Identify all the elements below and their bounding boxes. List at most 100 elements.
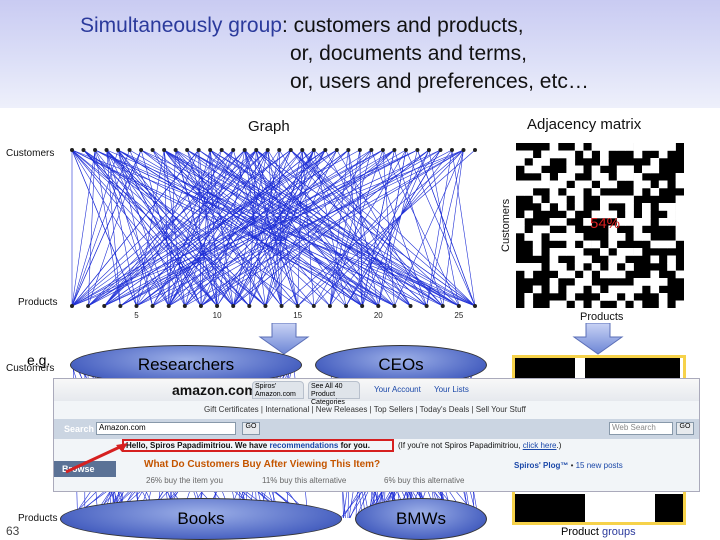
matrix-cell [574,300,584,309]
graph-edge [136,149,165,307]
density-label: 54% [590,215,621,232]
matrix-cell [558,195,567,204]
matrix-cell [675,270,685,279]
matrix-cell [625,195,634,204]
product-node [295,304,300,308]
matrix-cell [516,218,525,226]
recommendations-link[interactable]: recommendations [269,441,339,450]
tab-spiros-amazon[interactable]: Spiros' Amazon.com [252,381,304,399]
matrix-cell [516,188,525,196]
matrix-cell [566,165,576,174]
matrix-cell [633,300,643,309]
matrix-cell [591,210,601,219]
matrix-cell [583,278,592,286]
graph-edge [168,149,257,307]
graph-edge [198,149,202,307]
matrix-cell [600,293,609,301]
matrix-cell [667,210,676,219]
matrix-cell [549,195,559,204]
customer-node [196,148,201,152]
grouped-customers-label: Customers [6,363,55,374]
product-node [327,304,332,308]
graph-edge [117,149,363,307]
graph-edge [302,149,443,307]
matrix-cell [633,150,643,159]
product-node [247,304,252,308]
graph-edge [209,149,379,307]
product-node [86,304,91,308]
browse-tab[interactable]: Browse [54,461,116,477]
graph-edge [71,149,361,307]
not-you-prefix: (If you're not Spiros Papadimitriou, [398,441,523,450]
product-node [263,304,268,308]
customer-node [139,148,144,152]
graph-edge [451,149,476,307]
matrix-cell [633,173,643,181]
amazon-logo[interactable]: amazon.com [172,382,257,398]
matrix-cell [574,143,584,151]
matrix-cell [583,218,592,226]
matrix-cell [549,218,559,226]
matrix-cell [549,143,559,151]
customer-node [300,148,305,152]
matrix-cell [558,218,567,226]
title-highlight: Simultaneously group [80,14,282,37]
click-here-link[interactable]: click here [522,441,557,450]
matrix-cell [650,285,660,294]
matrix-cell [667,255,676,264]
graph-edge [168,149,395,307]
matrix-cell [642,278,651,286]
new-posts-link[interactable]: 15 new posts [575,461,623,470]
web-search-input[interactable]: Web Search [609,422,673,435]
graph-edge [442,149,464,307]
not-you-suffix: .) [556,441,562,450]
amazon-nav[interactable]: Gift Certificates | International | New … [204,405,526,414]
matrix-cell [608,255,618,264]
customer-node [127,148,132,152]
product-node [311,304,316,308]
matrix-cell [524,263,534,271]
matrix-cell [558,300,567,309]
graph-edge [87,149,291,307]
matrix-heading: Adjacency matrix [527,116,642,133]
matrix-cell [608,210,618,219]
matrix-cell [549,248,559,256]
graph-edge [71,149,137,307]
matrix-cell [608,285,618,294]
matrix-cell [524,233,534,241]
matrix-cell [608,143,618,151]
plog-link[interactable]: Spiros' Plog™ [514,461,569,470]
matrix-cell [516,263,525,271]
matrix-cell [675,173,685,181]
matrix-cell [566,188,576,196]
matrix-cell [675,225,685,234]
matrix-cell [650,143,660,151]
link-your-account[interactable]: Your Account [374,385,421,394]
matrix-cell [532,165,542,174]
web-search-go-button[interactable]: GO [676,422,694,435]
graph-edge [87,149,326,307]
matrix-cell [524,210,534,219]
graph-edge [198,149,443,307]
matrix-cell [549,278,559,286]
graph-edge [377,149,407,307]
product-node [440,304,445,308]
matrix-cell [524,165,534,174]
search-go-button[interactable]: GO [242,422,260,435]
matrix-cell [616,285,626,294]
matrix-cell [558,180,567,189]
graph-edge [71,149,130,307]
graph-edge [302,149,395,307]
link-your-lists[interactable]: Your Lists [434,385,469,394]
matrix-cell [524,180,534,189]
grouped-block-4 [655,494,683,522]
search-category-select[interactable]: Amazon.com [96,422,236,435]
matrix-cell [566,293,576,301]
tab-product-categories[interactable]: See All 40 Product Categories [308,381,360,406]
matrix-cell [608,225,618,234]
matrix-cell [541,150,550,159]
graph-edge [329,149,349,307]
customer-node [81,148,86,152]
customer-node [242,148,247,152]
customer-node [323,148,328,152]
